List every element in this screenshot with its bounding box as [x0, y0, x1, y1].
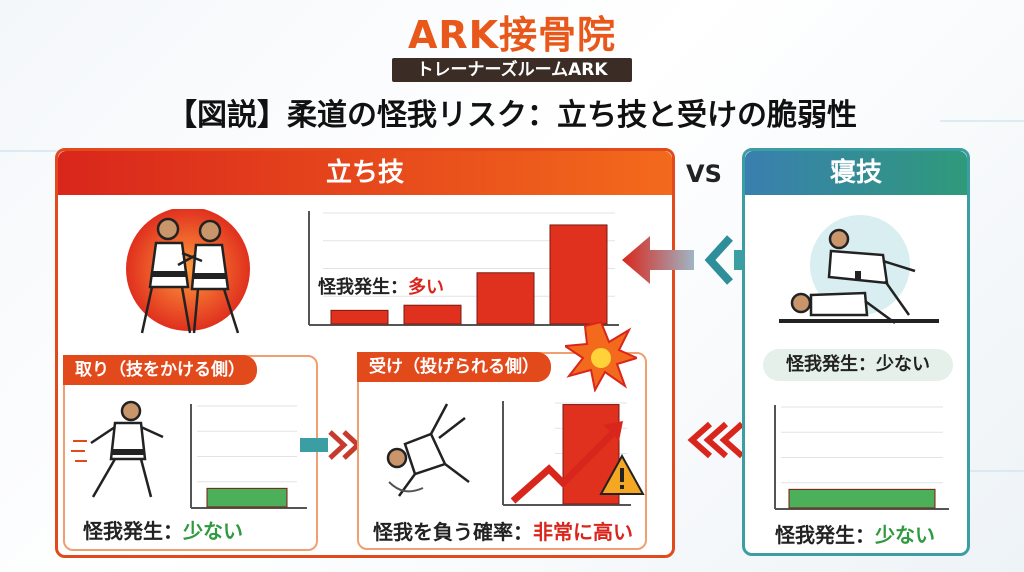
newaza-chart	[774, 405, 949, 510]
tori-caption: 怪我発生：少ない	[83, 515, 243, 544]
tori-panel: 取り（技をかける側） 怪我発生：少ない	[63, 355, 318, 551]
caption-value: 少ない	[183, 519, 243, 543]
bar	[476, 272, 535, 325]
newaza-pill: 怪我発生：少ない	[763, 349, 953, 381]
bar	[788, 488, 936, 509]
tachiwaza-header: 立ち技	[58, 151, 672, 195]
uke-panel: 受け（投げられる側） 怪我を負う確率：非常に高い	[357, 320, 647, 550]
tachiwaza-chart	[308, 211, 619, 326]
throw-icon	[71, 400, 164, 498]
chart-label-value: 多い	[408, 277, 444, 298]
newaza-caption: 怪我発生：少ない	[775, 519, 935, 548]
caption-value: 非常に高い	[533, 520, 633, 544]
uke-caption: 怪我を負う確率：非常に高い	[373, 516, 633, 545]
brand-subtitle: トレーナーズルームARK	[392, 58, 632, 82]
vs-label: VS	[686, 160, 722, 188]
groundwork-icon	[779, 215, 939, 325]
warning-icon	[599, 454, 645, 495]
tori-tag: 取り（技をかける側）	[63, 355, 257, 385]
bar	[330, 309, 389, 325]
caption-value: 少ない	[875, 523, 935, 547]
bg-line	[960, 470, 1024, 472]
arrow-icon	[300, 430, 362, 460]
caption-prefix: 怪我を負う確率：	[373, 520, 533, 544]
judo-pair-icon	[126, 209, 250, 334]
newaza-panel: 寝技 怪我発生：少ない 怪我発生：少ない	[742, 148, 970, 556]
bar	[403, 304, 462, 325]
caption-prefix: 怪我発生：	[775, 523, 875, 547]
brand-title: ARK接骨院	[407, 13, 617, 57]
newaza-header: 寝技	[745, 151, 967, 195]
arrow-icon	[687, 421, 744, 459]
bar	[549, 224, 608, 325]
arrowhead-icon	[603, 421, 623, 441]
page-title: 【図説】柔道の怪我リスク：立ち技と受けの脆弱性	[167, 98, 857, 133]
explosion-icon	[565, 320, 637, 392]
caption-prefix: 怪我発生：	[83, 519, 183, 543]
tachiwaza-title: 立ち技	[325, 158, 404, 188]
falling-icon	[386, 403, 470, 497]
uke-tag: 受け（投げられる側）	[357, 352, 551, 382]
newaza-title: 寝技	[829, 158, 882, 188]
chart-label-prefix: 怪我発生：	[318, 277, 408, 298]
tori-chart	[190, 404, 307, 509]
rising-arrow-icon	[510, 426, 620, 504]
bg-line	[940, 120, 1024, 122]
bg-line	[0, 150, 80, 152]
bar	[206, 487, 288, 508]
tachiwaza-chart-label: 怪我発生：多い	[318, 273, 444, 299]
